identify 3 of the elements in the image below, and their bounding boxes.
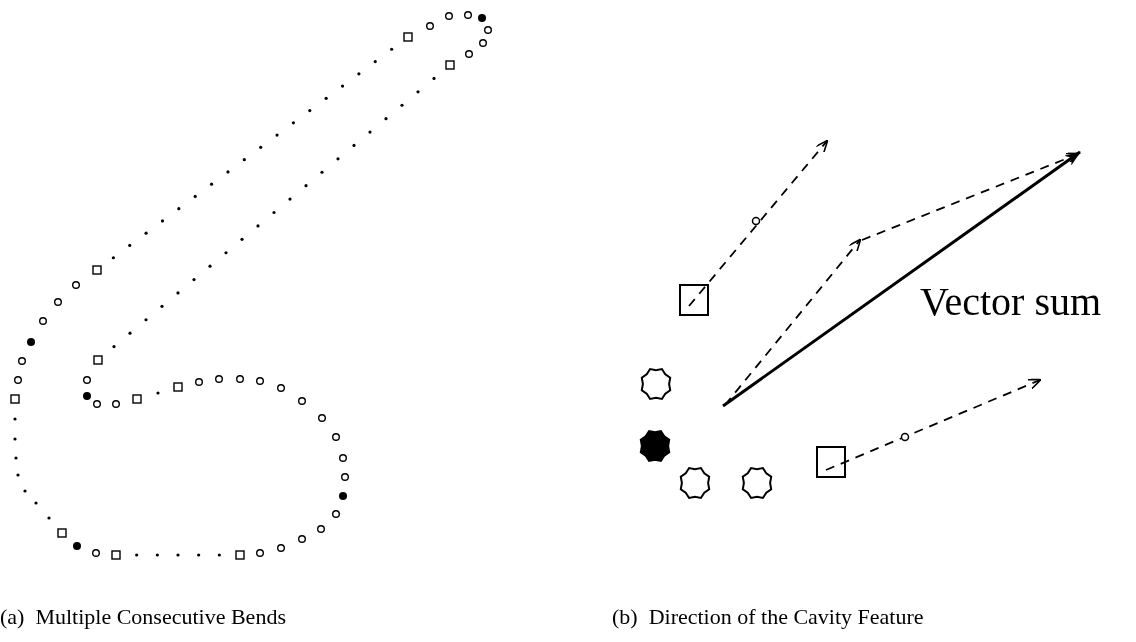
panel-caption: (b) Direction of the Cavity Feature <box>612 604 924 630</box>
panel-caption: (a) Multiple Consecutive Bends <box>0 604 286 630</box>
vector-sum-label: Vector sum <box>920 278 1102 325</box>
